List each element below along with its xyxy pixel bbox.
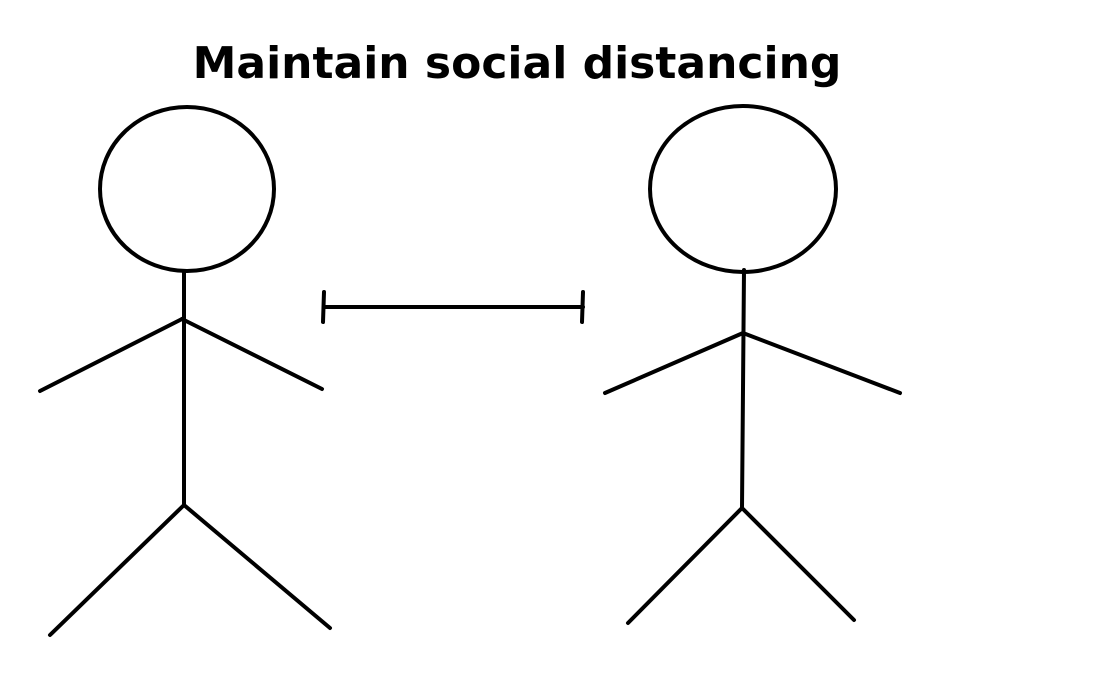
person-right-head (648, 104, 838, 274)
distance-marker (321, 290, 585, 324)
person-right (603, 104, 902, 625)
page-title: Maintain social distancing (192, 38, 842, 89)
person-right-arm-left (603, 331, 745, 395)
distance-bar-end-left (321, 290, 326, 324)
person-right-leg-left (626, 506, 744, 625)
person-left (38, 105, 332, 637)
distance-bar-end-right (580, 290, 585, 324)
person-right-neck-torso (740, 268, 746, 510)
person-left-arm-right (180, 317, 324, 391)
person-left-arm-left (38, 317, 184, 393)
person-left-head (98, 105, 276, 273)
person-right-leg-right (740, 506, 856, 622)
person-left-leg-left (48, 503, 186, 637)
person-left-leg-right (182, 503, 332, 630)
person-right-arm-right (741, 331, 902, 395)
